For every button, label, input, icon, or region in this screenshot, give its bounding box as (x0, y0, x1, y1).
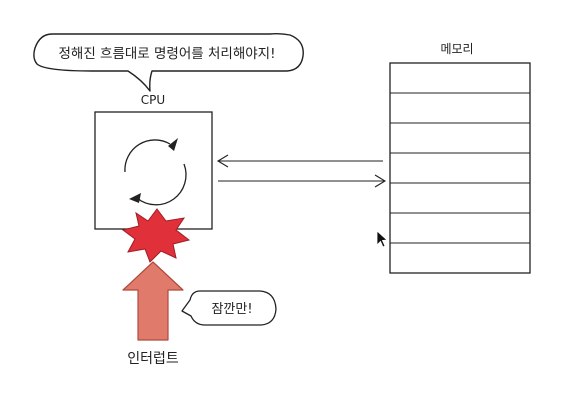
memory-block (389, 62, 531, 274)
cpu-label: CPU (141, 93, 165, 107)
mouse-pointer-icon (376, 230, 388, 248)
cpu-box (94, 111, 213, 230)
interrupt-burst-icon (121, 208, 191, 263)
interrupt-arrow-icon (122, 261, 184, 341)
memory-label: 메모리 (440, 42, 473, 56)
memory-cells (390, 92, 530, 244)
interrupt-label: 인터럽트 (127, 351, 179, 367)
interrupt-speech-text: 잠깐만! (211, 302, 252, 317)
cpu-speech-text: 정해진 흐름대로 명령어를 처리해야지! (58, 46, 275, 62)
cpu-speech-bubble-shape (33, 32, 304, 92)
interrupt-speech-bubble: 잠깐만! (181, 290, 277, 326)
cycle-icon (124, 138, 187, 206)
cpu-speech-bubble: 정해진 흐름대로 명령어를 처리해야지! (33, 32, 304, 92)
cpu-to-memory-arrow (218, 174, 387, 188)
interrupt-speech-bubble-shape (181, 290, 277, 326)
memory-to-cpu-arrow (216, 154, 383, 168)
memory-outline (389, 62, 531, 274)
